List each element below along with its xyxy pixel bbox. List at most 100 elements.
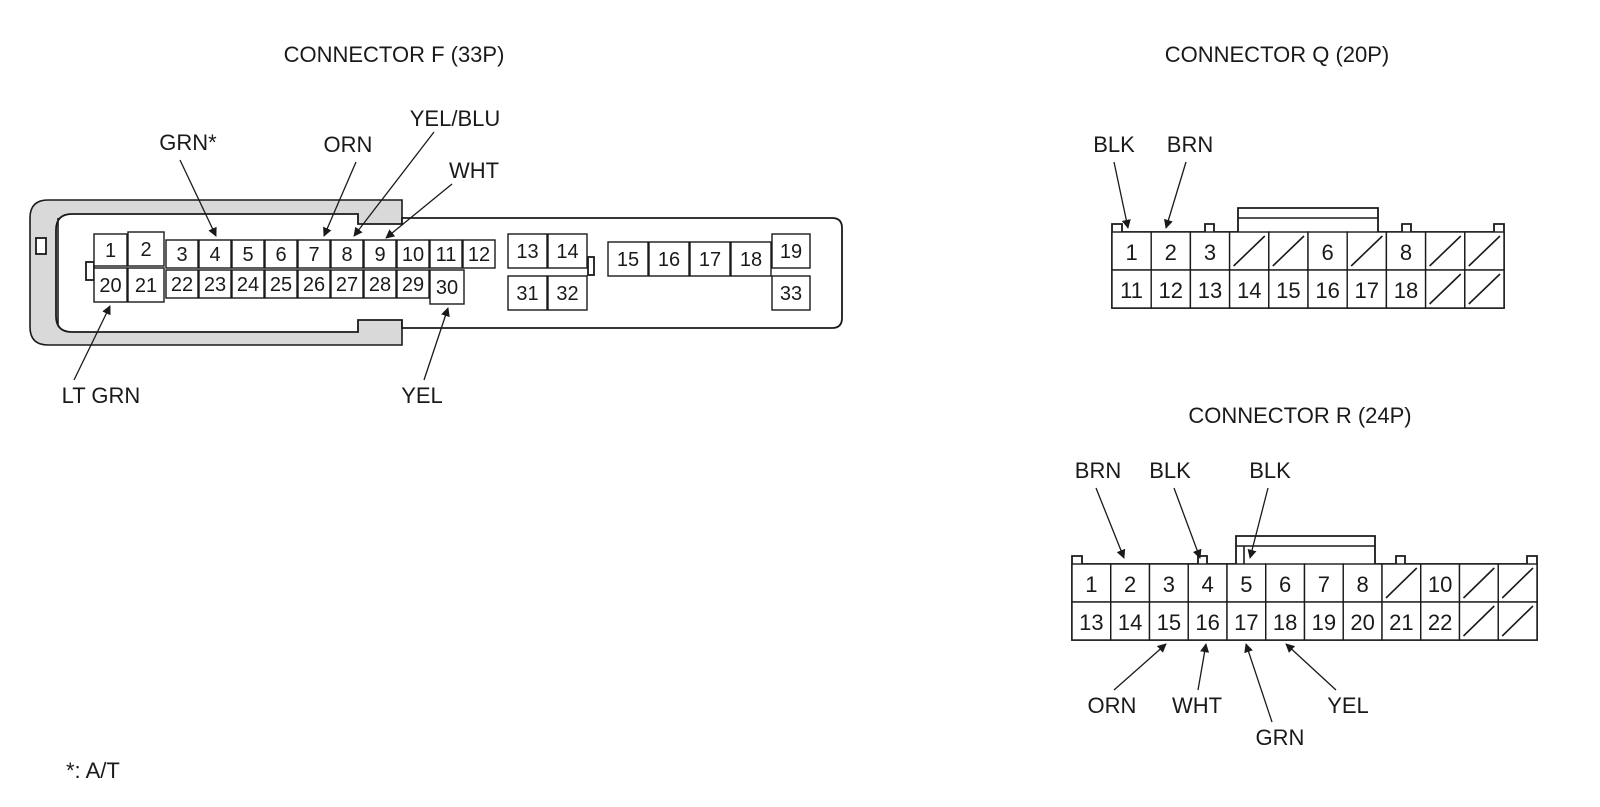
blank-cavity-q [1233, 235, 1266, 267]
pin-label-f-26: 26 [303, 274, 325, 296]
cavity-f-31 [507, 275, 548, 311]
blank-cavity-q [1272, 235, 1305, 267]
pin-label-q-8: 8 [1400, 240, 1412, 265]
pin-label-r-14: 14 [1118, 610, 1142, 635]
wire-label-r-pin15: ORN [1088, 693, 1137, 718]
wire-arrow-f-pin30 [423, 307, 450, 381]
cavity-f-30 [429, 269, 465, 305]
blank-cavity-r [1462, 605, 1495, 637]
cavity-f-10 [396, 239, 430, 269]
wire-label-f-pin7: ORN [324, 132, 373, 157]
pin-label-f-2: 2 [140, 239, 151, 261]
connector-f-wire-arrows [73, 131, 453, 381]
pin-label-r-19: 19 [1312, 610, 1336, 635]
cavity-r-b4 [1226, 601, 1267, 641]
cavity-f-29 [396, 269, 430, 299]
wire-label-f-pin4: GRN* [159, 130, 217, 155]
connector-q-wire-arrows [1113, 161, 1187, 229]
pin-label-q-12: 12 [1159, 278, 1183, 303]
pin-label-f-10: 10 [402, 244, 424, 266]
cavity-f-2 [127, 231, 165, 267]
wire-arrow-f-pin7 [323, 161, 357, 237]
cavity-f-12 [462, 239, 496, 269]
wire-arrow-r-pin5 [1247, 487, 1269, 559]
pin-label-f-23: 23 [204, 274, 226, 296]
cavity-f-33 [771, 275, 811, 311]
wire-arrow-r-pin15 [1113, 643, 1167, 691]
pin-label-f-28: 28 [369, 274, 391, 296]
pin-label-r-7: 7 [1318, 572, 1330, 597]
cavity-r-t0 [1071, 563, 1112, 603]
wire-arrow-f-pin8 [353, 131, 435, 237]
cavity-f-11 [429, 239, 463, 269]
blank-cavity-r [1462, 567, 1495, 599]
pin-label-q-1: 1 [1125, 240, 1137, 265]
blank-cavity-r [1501, 605, 1534, 637]
wire-label-r-pin16: WHT [1172, 693, 1222, 718]
wire-label-q-pin1: BLK [1093, 132, 1135, 157]
pin-label-f-8: 8 [341, 244, 352, 266]
cavity-f-32 [547, 275, 588, 311]
connector-r-wire-arrows [1095, 487, 1337, 723]
pin-label-f-17: 17 [699, 249, 721, 271]
blank-cavity-q [1429, 235, 1462, 267]
wire-label-f-pin30: YEL [401, 383, 443, 408]
connector-r-latch-inner [1236, 545, 1375, 564]
pin-label-f-20: 20 [99, 275, 121, 297]
connector-f-cavities [93, 231, 811, 311]
cavity-f-4 [198, 239, 232, 269]
pin-label-f-21: 21 [135, 275, 157, 297]
pin-label-f-25: 25 [270, 274, 292, 296]
cavity-f-25 [264, 269, 298, 299]
pin-label-r-3: 3 [1163, 572, 1175, 597]
wire-arrow-q-pin1 [1113, 161, 1131, 229]
wire-label-r-pin18: YEL [1327, 693, 1369, 718]
cavity-f-19 [771, 233, 811, 269]
cavity-f-23 [198, 269, 232, 299]
pin-label-r-17: 17 [1234, 610, 1258, 635]
pin-label-r-1: 1 [1085, 572, 1097, 597]
cavity-r-b9 [1420, 601, 1461, 641]
blank-cavity-q [1468, 235, 1501, 267]
pin-label-r-16: 16 [1195, 610, 1219, 635]
cavity-f-24 [231, 269, 265, 299]
cavity-q-b5 [1307, 269, 1348, 309]
wire-arrow-q-pin2 [1164, 161, 1187, 229]
pin-label-f-29: 29 [402, 274, 424, 296]
pin-label-f-5: 5 [242, 244, 253, 266]
wire-label-r-pin5: BLK [1249, 458, 1291, 483]
cavity-f-15 [607, 241, 649, 277]
pin-label-f-12: 12 [468, 244, 490, 266]
cavity-f-1 [93, 233, 128, 267]
pin-label-r-10: 10 [1428, 572, 1452, 597]
cavity-r-t6 [1303, 563, 1344, 603]
blank-cavity-q [1350, 235, 1383, 267]
wire-label-r-pin17: GRN [1256, 725, 1305, 750]
pin-label-f-13: 13 [516, 241, 538, 263]
cavity-f-6 [264, 239, 298, 269]
footnote: *: A/T [66, 758, 120, 783]
blank-cavity-q [1429, 273, 1462, 305]
wire-arrow-r-pin17 [1244, 643, 1273, 723]
wire-label-r-pin2: BRN [1075, 458, 1121, 483]
pin-label-f-27: 27 [336, 274, 358, 296]
cavity-f-13 [507, 233, 548, 269]
cavity-f-26 [297, 269, 331, 299]
pin-label-q-13: 13 [1198, 278, 1222, 303]
cavity-q-b4 [1268, 269, 1309, 309]
cavity-r-b7 [1342, 601, 1383, 641]
cavity-q-t7 [1385, 231, 1427, 271]
pin-label-r-8: 8 [1357, 572, 1369, 597]
cavity-r-t4 [1226, 563, 1267, 603]
connector-r-cavities [1071, 563, 1538, 641]
pin-label-q-16: 16 [1315, 278, 1339, 303]
pin-label-f-4: 4 [209, 244, 220, 266]
pin-label-f-32: 32 [556, 283, 578, 305]
pin-label-q-18: 18 [1394, 278, 1418, 303]
cavity-r-t9 [1420, 563, 1461, 603]
cavity-f-5 [231, 239, 265, 269]
connector-f-key-small [85, 261, 95, 281]
pin-label-q-14: 14 [1237, 278, 1261, 303]
wire-label-q-pin2: BRN [1167, 132, 1213, 157]
